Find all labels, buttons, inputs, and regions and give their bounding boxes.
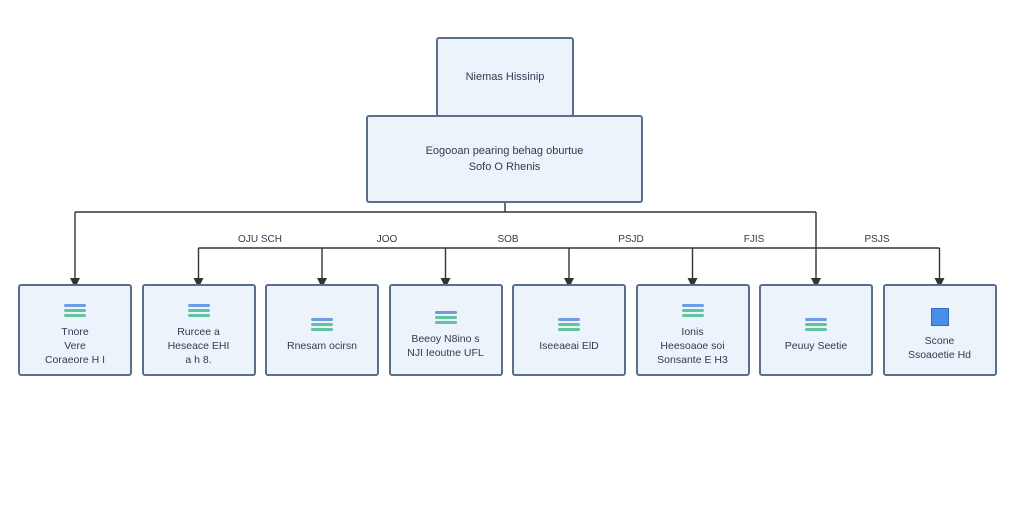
child-node-label: Heesoaoe soi: [660, 339, 725, 352]
edge-label: JOO: [376, 234, 398, 245]
child-node-label: Tnore: [61, 325, 89, 338]
child-node-label: Vere: [64, 339, 86, 352]
stack-icon: [187, 303, 210, 317]
edge-label: OJU SCH: [238, 234, 282, 245]
edge-label: PSJS: [864, 234, 890, 245]
stack-icon: [64, 303, 86, 317]
main-node: Eogooan pearing behag oburtue Sofo O Rhe…: [366, 115, 643, 203]
stack-icon: [558, 317, 580, 331]
stack-icon: [434, 310, 457, 324]
child-node-label: Coraeore H I: [44, 353, 106, 366]
child-node-label: Heseace EHI: [167, 339, 230, 352]
stack-icon: [311, 317, 333, 331]
stack-icon: [681, 303, 704, 317]
child-node-label: Rurcee a: [177, 325, 220, 338]
edge-label: FJIS: [743, 234, 765, 245]
child-node-label: Ionis: [681, 325, 704, 338]
child-node-label: Iseeaeai ElD: [539, 339, 599, 352]
top-node-label: Niemas Hissinip: [465, 71, 545, 83]
child-node-label: Beeoy N8ino s: [411, 332, 480, 345]
child-node-label: Peuuy Seetie: [784, 339, 848, 352]
child-node-3: Rnesam ocirsn: [265, 284, 379, 376]
top-node: Niemas Hissinip: [436, 37, 574, 117]
square-icon: [930, 308, 949, 326]
main-node-line1: Eogooan pearing behag oburtue: [425, 145, 584, 157]
edge-label: PSJD: [618, 234, 644, 245]
child-node-label: Scone: [924, 335, 955, 347]
child-node-label: Sonsante E H3: [657, 353, 728, 366]
edge-label: SOB: [497, 234, 519, 245]
child-node-label: a h 8.: [185, 353, 212, 366]
stack-icon: [805, 317, 827, 331]
child-node-label: Ssoaoetie Hd: [907, 349, 972, 361]
child-node-5: Iseeaeai ElD: [512, 284, 626, 376]
child-node-7: Peuuy Seetie: [759, 284, 873, 376]
child-node-label: NJI Ieoutne UFL: [407, 346, 484, 359]
child-node-label: Rnesam ocirsn: [286, 339, 358, 352]
main-node-line2: Sofo O Rhenis: [468, 161, 541, 173]
